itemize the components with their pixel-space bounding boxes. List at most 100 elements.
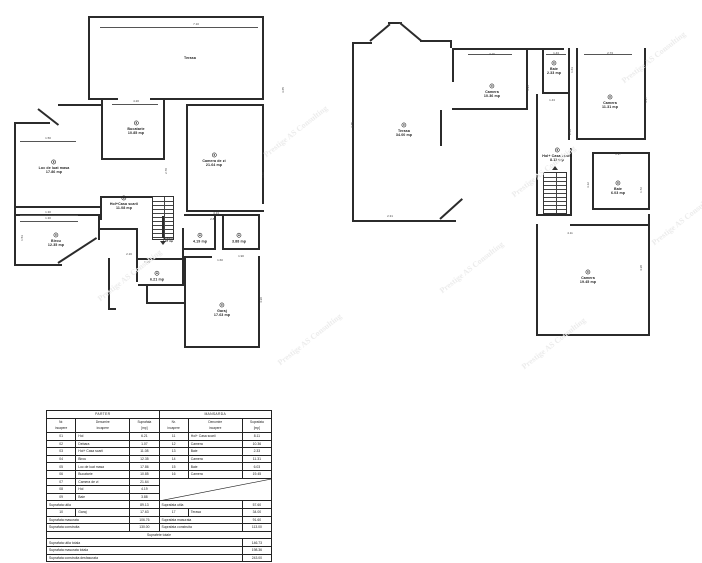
cell-name: Debara	[75, 439, 131, 449]
table-summary-row-masurata: Suprafata masurata 106.76 Suprafata masu…	[45, 515, 273, 525]
total-value: 146.73	[241, 538, 273, 547]
room-area: 11.31 mp	[602, 105, 618, 110]
total-label: Suprafata utila totala	[46, 538, 243, 547]
cell-name: Camera	[187, 469, 243, 479]
wall-ext-right-seg	[188, 104, 264, 106]
room-marker-icon	[554, 147, 560, 153]
wall-baie2-right	[648, 152, 650, 210]
wall-terasa-m-diag2	[399, 22, 423, 42]
room-area: 21.64 mp	[205, 163, 223, 168]
cell-name: Baie	[187, 447, 243, 456]
dimension-text: 1.90	[238, 254, 244, 258]
cell-area: 34.00	[241, 507, 273, 517]
cell-nr: 12	[158, 439, 189, 449]
room-label-loc-de-luat-masa: Loc de luat masa 17.86 mp	[39, 159, 70, 175]
room-name: Garaj	[217, 309, 227, 314]
cell-name: Camera	[187, 439, 243, 449]
wall-bath-bottom-a	[184, 248, 216, 250]
room-marker-icon	[51, 159, 57, 165]
dimension-text: 3.80	[261, 172, 265, 178]
label-suprafata-construita-mansarda: Suprafata construita	[158, 523, 243, 532]
wall-hol-low-left	[146, 302, 184, 304]
dimension-text: 4.20	[133, 99, 139, 103]
wall-camera3-top	[570, 224, 650, 226]
wall-birou-bottom	[16, 264, 62, 266]
table-row: 06 Bucatarie 10.85 16 Camera 19.45	[45, 469, 273, 479]
dimension-rule-left-a	[20, 141, 76, 142]
table-row: 04 Birou 12.35 14 Camera 11.31	[45, 454, 273, 464]
col-header-nr-mansarda: Nr. incapere	[158, 417, 189, 434]
room-marker-icon	[197, 232, 203, 238]
total-value: 198.36	[241, 545, 273, 555]
wall-bath1-right	[214, 216, 216, 250]
wall-camera1-left	[452, 48, 454, 82]
wall-terasa-m-stepdown	[450, 40, 452, 48]
wall-ext-bay-top	[58, 104, 102, 106]
total-label: Suprafata masurata totala	[46, 545, 243, 555]
wall-camera2-bottom	[576, 138, 646, 140]
table-blank-diagonal	[158, 477, 272, 502]
table-row: 05 Loc de luat masa 17.86 15 Baie 6.03	[45, 462, 273, 471]
room-area: 4.19 mp	[192, 239, 208, 244]
dimension-text: 3.17	[644, 97, 648, 103]
wall-terasa-m-topleft	[352, 42, 372, 44]
wall-baie1-bottom	[542, 92, 570, 94]
cell-area: 10.36	[241, 439, 273, 449]
dimension-rule-m-baie1	[546, 54, 566, 55]
value-suprafata-utila-mansarda: 57.60	[241, 500, 273, 509]
room-label-hol-casa-scarii-mansarda: Hol+ Casa scarii 8.11 mp	[542, 147, 572, 163]
dimension-text: 4.13	[213, 211, 219, 215]
wall-hol-mid-h	[100, 228, 138, 230]
hdr-line2: incapere	[55, 426, 68, 431]
wall-garaj-bottom	[184, 346, 260, 348]
cell-name: Garaj	[75, 507, 131, 517]
room-label-camera-19-45: Camera 19.45 mp	[580, 269, 596, 285]
floor-plan-mansarda: Terasa 34.00 mp Camera 10.36 mp Baie 2.3…	[340, 0, 702, 400]
room-label-camera-11-31: Camera 11.31 mp	[602, 94, 618, 110]
wall-bath2-left	[222, 216, 224, 250]
room-label-camera-10-36: Camera 10.36 mp	[484, 83, 500, 99]
dimension-text: 3.12	[586, 182, 590, 188]
room-label-baie-3-88: 3.88 mp	[232, 232, 246, 243]
cell-name: Baie	[75, 492, 131, 502]
wall-terasa-m-topright	[420, 40, 452, 42]
value-suprafata-construita-parter: 130.00	[129, 523, 160, 532]
room-name: Camera	[603, 101, 617, 106]
room-name: Bucatarie	[127, 127, 145, 132]
table-summary-row-utila: Suprafata utila 89.13 Suprafata utila 57…	[45, 500, 273, 509]
hdr-line1: Nr.	[59, 420, 64, 425]
table-row-extra: 10 Garaj 17.63 17 Terasa 34.00	[45, 507, 273, 517]
room-name: Baie	[550, 67, 558, 72]
room-marker-icon	[154, 270, 160, 276]
cell-nr: 07	[45, 477, 77, 487]
cell-area: 21.64	[129, 477, 160, 487]
dimension-text: 3.65	[281, 87, 285, 93]
cell-name: Hol+ Casa scarii	[75, 447, 131, 456]
dimension-text: 4.30	[259, 297, 263, 303]
wall-hol-m-bottom	[536, 214, 572, 216]
wall-corridor-h1	[138, 258, 184, 260]
wall-camera3-left	[536, 224, 538, 336]
cell-nr: 08	[45, 485, 77, 494]
table-row: 01 Hol 6.21 11 Hol+ Casa scarii 8.11	[45, 432, 273, 441]
hdr-line2: [mp]	[141, 426, 148, 431]
room-label-garaj: Garaj 17.63 mp	[214, 302, 230, 318]
cell-area: 11.08	[129, 447, 160, 456]
room-name: Camera de zi	[202, 159, 226, 164]
cell-nr: 09	[45, 492, 77, 502]
label-suprafata-utila-mansarda: Suprafata utila	[158, 500, 243, 509]
wall-hol-bottom	[108, 308, 116, 310]
hdr-line1: Denumire	[208, 420, 223, 425]
hdr-line2: incapere	[96, 426, 109, 431]
label-suprafata-masurata-parter: Suprafata masurata	[45, 515, 131, 525]
room-area: 3.88 mp	[231, 239, 247, 244]
table-total-row: Suprafata masurata totala 198.36	[46, 545, 273, 555]
room-label-baie-2-33: Baie 2.33 mp	[547, 60, 561, 76]
hdr-line2: incapere	[209, 426, 222, 431]
dimension-text: 3.35	[526, 85, 530, 91]
wall-bath-right-ext	[258, 214, 260, 250]
wall-terasa-m-diag-bottom	[439, 198, 463, 220]
dimension-rule-m-camera2	[584, 54, 632, 55]
dimension-text: 4.11	[567, 231, 573, 235]
dimension-rule-terasa-top	[100, 27, 258, 28]
